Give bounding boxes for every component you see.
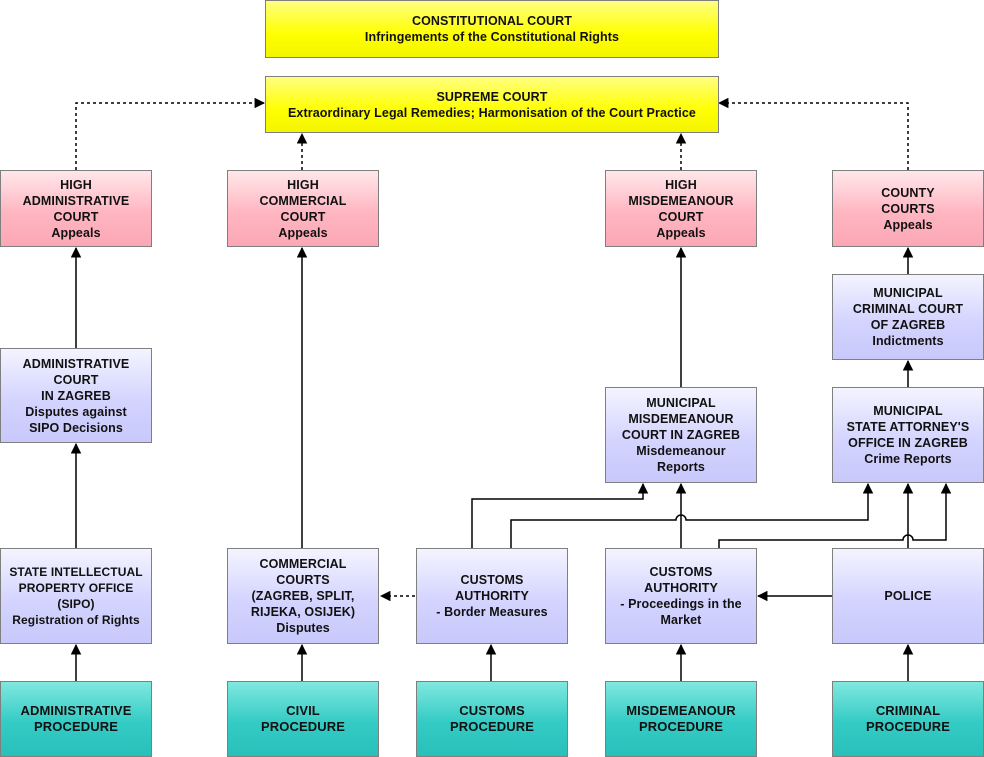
label-line: OF ZAGREB bbox=[871, 317, 946, 333]
high-commercial-court-box: HIGH COMMERCIAL COURT Appeals bbox=[227, 170, 379, 247]
label-line: COURT bbox=[54, 372, 99, 388]
dotted-arrow-county-to-supreme bbox=[719, 103, 908, 170]
label-line: Reports bbox=[657, 459, 705, 475]
arrow-border-to-municipal-misdemeanour bbox=[472, 484, 643, 548]
label-line: MUNICIPAL bbox=[873, 403, 942, 419]
supreme-court-title: SUPREME COURT bbox=[436, 89, 547, 105]
label-line: MUNICIPAL bbox=[646, 395, 715, 411]
constitutional-court-subtitle: Infringements of the Constitutional Righ… bbox=[365, 29, 619, 45]
sipo-box: STATE INTELLECTUAL PROPERTY OFFICE (SIPO… bbox=[0, 548, 152, 644]
label-line: CIVIL bbox=[286, 703, 320, 719]
arrow-market-to-state-attorney bbox=[719, 484, 946, 548]
label-line: PROCEDURE bbox=[34, 719, 118, 735]
label-line: COMMERCIAL bbox=[259, 193, 346, 209]
label-line: COURTS bbox=[881, 201, 934, 217]
label-line: ADMINISTRATIVE bbox=[21, 703, 132, 719]
label-line: Appeals bbox=[51, 225, 100, 241]
label-line: ADMINISTRATIVE bbox=[23, 356, 130, 372]
customs-border-measures-box: CUSTOMS AUTHORITY - Border Measures bbox=[416, 548, 568, 644]
label-line: RIJEKA, OSIJEK) bbox=[251, 604, 355, 620]
label-line: (ZAGREB, SPLIT, bbox=[252, 588, 355, 604]
dotted-arrow-high-admin-to-supreme bbox=[76, 103, 264, 170]
criminal-procedure-box: CRIMINAL PROCEDURE bbox=[832, 681, 984, 757]
label-line: Disputes bbox=[276, 620, 330, 636]
administrative-court-box: ADMINISTRATIVE COURT IN ZAGREB Disputes … bbox=[0, 348, 152, 443]
constitutional-court-box: CONSTITUTIONAL COURT Infringements of th… bbox=[265, 0, 719, 58]
label-line: STATE INTELLECTUAL bbox=[9, 564, 142, 580]
label-line: CUSTOMS bbox=[459, 703, 524, 719]
civil-procedure-box: CIVIL PROCEDURE bbox=[227, 681, 379, 757]
label-line: COURT bbox=[281, 209, 326, 225]
label-line: COMMERCIAL bbox=[259, 556, 346, 572]
customs-procedure-box: CUSTOMS PROCEDURE bbox=[416, 681, 568, 757]
label-line: Registration of Rights bbox=[12, 612, 140, 628]
supreme-court-box: SUPREME COURT Extraordinary Legal Remedi… bbox=[265, 76, 719, 133]
label-line: CUSTOMS bbox=[461, 572, 524, 588]
label-line: AUTHORITY bbox=[455, 588, 529, 604]
administrative-procedure-box: ADMINISTRATIVE PROCEDURE bbox=[0, 681, 152, 757]
police-box: POLICE bbox=[832, 548, 984, 644]
label-line: (SIPO) bbox=[57, 596, 94, 612]
label-line: COURT IN ZAGREB bbox=[622, 427, 740, 443]
label-line: COUNTY bbox=[881, 185, 934, 201]
high-administrative-court-box: HIGH ADMINISTRATIVE COURT Appeals bbox=[0, 170, 152, 247]
municipal-misdemeanour-court-box: MUNICIPAL MISDEMEANOUR COURT IN ZAGREB M… bbox=[605, 387, 757, 483]
municipal-criminal-court-box: MUNICIPAL CRIMINAL COURT OF ZAGREB Indic… bbox=[832, 274, 984, 360]
customs-market-proceedings-box: CUSTOMS AUTHORITY - Proceedings in the M… bbox=[605, 548, 757, 644]
commercial-courts-box: COMMERCIAL COURTS (ZAGREB, SPLIT, RIJEKA… bbox=[227, 548, 379, 644]
supreme-court-subtitle: Extraordinary Legal Remedies; Harmonisat… bbox=[288, 105, 696, 121]
label-line: CRIMINAL bbox=[876, 703, 940, 719]
label-line: MISDEMEANOUR bbox=[628, 411, 733, 427]
arrow-border-to-state-attorney bbox=[511, 484, 868, 548]
label-line: HIGH bbox=[665, 177, 697, 193]
label-line: COURTS bbox=[276, 572, 329, 588]
label-line: MUNICIPAL bbox=[873, 285, 942, 301]
label-line: Disputes against bbox=[25, 404, 127, 420]
label-line: Misdemeanour bbox=[636, 443, 725, 459]
label-line: Market bbox=[661, 612, 702, 628]
label-line: OFFICE IN ZAGREB bbox=[848, 435, 968, 451]
label-line: - Border Measures bbox=[436, 604, 547, 620]
high-misdemeanour-court-box: HIGH MISDEMEANOUR COURT Appeals bbox=[605, 170, 757, 247]
constitutional-court-title: CONSTITUTIONAL COURT bbox=[412, 13, 572, 29]
label-line: HIGH bbox=[60, 177, 92, 193]
label-line: ADMINISTRATIVE bbox=[23, 193, 130, 209]
label-line: POLICE bbox=[884, 588, 931, 604]
label-line: Crime Reports bbox=[864, 451, 951, 467]
label-line: MISDEMEANOUR bbox=[626, 703, 736, 719]
label-line: PROPERTY OFFICE bbox=[19, 580, 134, 596]
label-line: PROCEDURE bbox=[866, 719, 950, 735]
label-line: Appeals bbox=[278, 225, 327, 241]
label-line: PROCEDURE bbox=[639, 719, 723, 735]
label-line: IN ZAGREB bbox=[41, 388, 111, 404]
label-line: AUTHORITY bbox=[644, 580, 718, 596]
label-line: MISDEMEANOUR bbox=[628, 193, 733, 209]
label-line: Appeals bbox=[656, 225, 705, 241]
label-line: COURT bbox=[54, 209, 99, 225]
label-line: SIPO Decisions bbox=[29, 420, 123, 436]
label-line: HIGH bbox=[287, 177, 319, 193]
label-line: STATE ATTORNEY'S bbox=[847, 419, 970, 435]
label-line: CUSTOMS bbox=[650, 564, 713, 580]
state-attorney-office-box: MUNICIPAL STATE ATTORNEY'S OFFICE IN ZAG… bbox=[832, 387, 984, 483]
label-line: PROCEDURE bbox=[450, 719, 534, 735]
misdemeanour-procedure-box: MISDEMEANOUR PROCEDURE bbox=[605, 681, 757, 757]
label-line: Indictments bbox=[872, 333, 943, 349]
county-courts-box: COUNTY COURTS Appeals bbox=[832, 170, 984, 247]
label-line: CRIMINAL COURT bbox=[853, 301, 963, 317]
label-line: - Proceedings in the bbox=[620, 596, 741, 612]
label-line: Appeals bbox=[883, 217, 932, 233]
label-line: PROCEDURE bbox=[261, 719, 345, 735]
label-line: COURT bbox=[659, 209, 704, 225]
